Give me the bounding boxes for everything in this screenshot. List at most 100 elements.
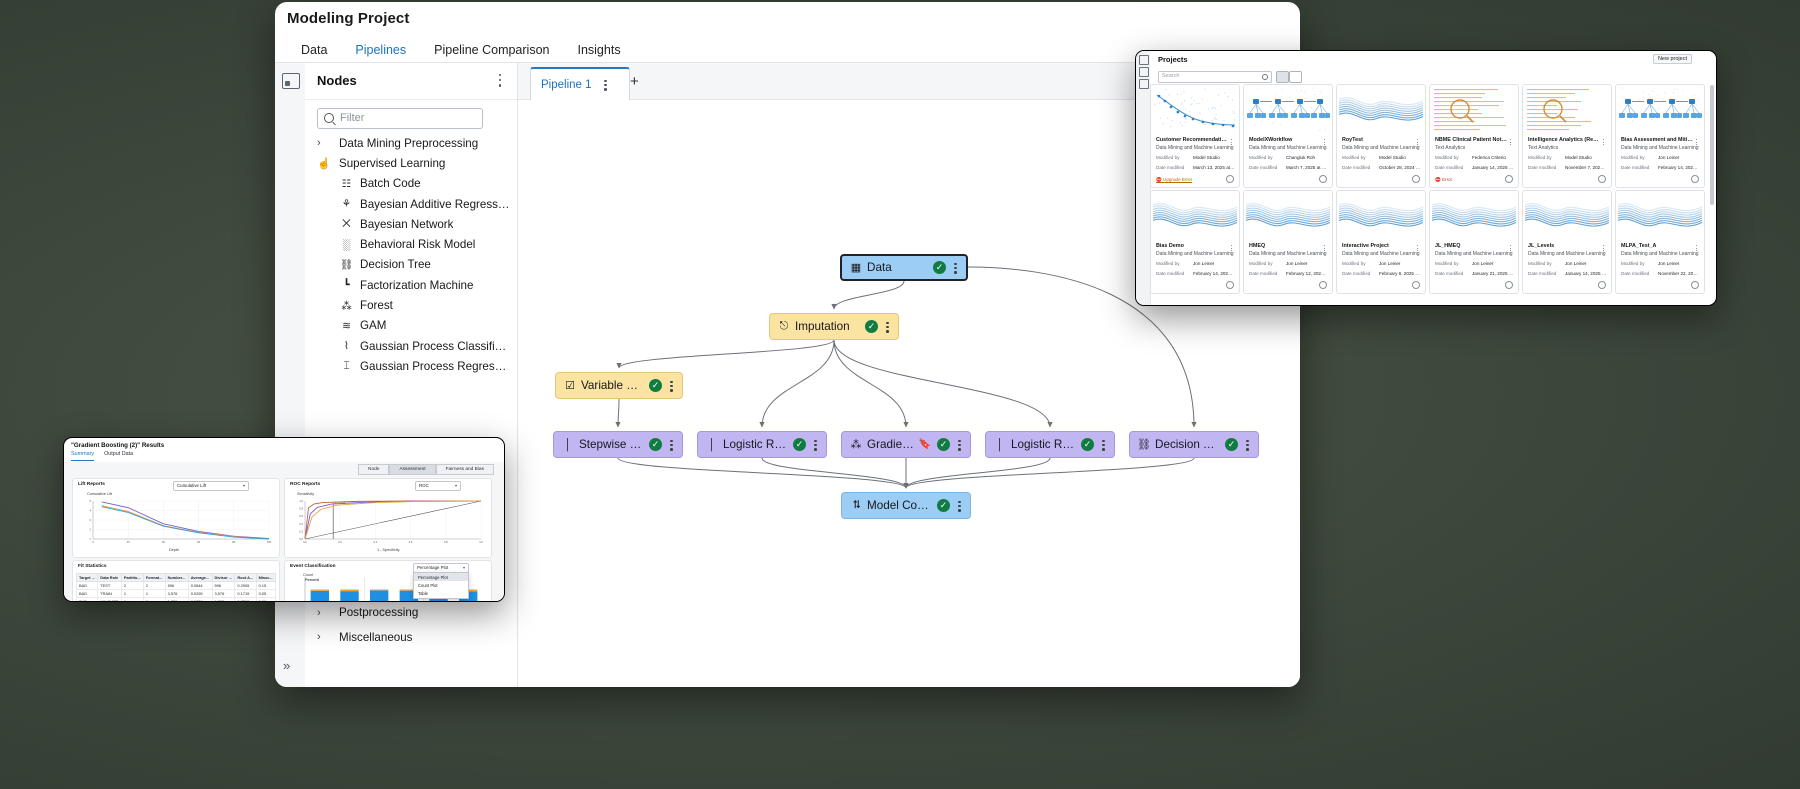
projects-search-input[interactable]: Search — [1158, 71, 1272, 83]
history-icon[interactable] — [1319, 175, 1327, 183]
copy-icon[interactable] — [1139, 67, 1149, 77]
nodes-menu-icon[interactable] — [493, 71, 507, 89]
project-card[interactable]: Bias Assessment and MitigationData Minin… — [1615, 84, 1705, 188]
graph-node-menu-icon[interactable] — [810, 438, 821, 452]
project-card[interactable]: Interactive ProjectData Mining and Machi… — [1336, 190, 1426, 294]
history-icon[interactable] — [1691, 281, 1699, 289]
node-item-gaussian-process-classification[interactable]: ⌇Gaussian Process Classification — [305, 336, 517, 356]
results-segment-fairness-and-bias[interactable]: Fairness and Bias — [436, 464, 494, 475]
event-menu-item[interactable]: Count Plot — [414, 581, 468, 589]
project-card[interactable]: JL_HMEQData Mining and Machine LearningM… — [1429, 190, 1519, 294]
history-icon[interactable] — [1226, 175, 1234, 183]
node-item-gaussian-process-regression[interactable]: ⌶Gaussian Process Regression — [305, 356, 517, 376]
history-icon[interactable] — [1598, 175, 1606, 183]
history-icon[interactable] — [1505, 281, 1513, 289]
graph-node-dtree[interactable]: ⛓Decision Tree✓ — [1129, 431, 1259, 458]
history-icon[interactable] — [1598, 281, 1606, 289]
project-card[interactable]: MLPA_Test_AData Mining and Machine Learn… — [1615, 190, 1705, 294]
expand-rail-icon[interactable]: » — [283, 658, 290, 673]
pipeline-tab-menu-icon[interactable] — [600, 78, 612, 92]
node-item-factorization-machine[interactable]: ┗Factorization Machine — [305, 275, 517, 295]
results-segment-node[interactable]: Node — [358, 464, 389, 475]
node-item-decision-tree[interactable]: ⛓Decision Tree — [305, 255, 517, 275]
graph-node-menu-icon[interactable] — [954, 499, 965, 513]
project-menu-icon[interactable] — [1321, 138, 1328, 147]
history-icon[interactable] — [1412, 175, 1420, 183]
project-card[interactable]: ModelXWorkflowData Mining and Machine Le… — [1243, 84, 1333, 188]
files-icon[interactable] — [1139, 79, 1149, 89]
project-menu-icon[interactable] — [1414, 138, 1421, 147]
event-select-menu[interactable]: Percentage PlotCount PlotTable — [413, 572, 469, 599]
history-icon[interactable] — [1319, 281, 1327, 289]
results-tab-summary[interactable]: Summary — [71, 451, 94, 461]
node-item-gam[interactable]: ≋GAM — [305, 316, 517, 336]
project-menu-icon[interactable] — [1693, 138, 1700, 147]
history-icon[interactable] — [1691, 175, 1699, 183]
node-group-supervised-learning[interactable]: ☝Supervised Learning — [305, 153, 517, 173]
project-card[interactable]: JL_LevelsData Mining and Machine Learnin… — [1522, 190, 1612, 294]
node-item-bayesian-additive-regression[interactable]: ⚘Bayesian Additive Regression … — [305, 194, 517, 214]
history-icon[interactable] — [1226, 281, 1234, 289]
project-menu-icon[interactable] — [1228, 244, 1235, 253]
project-menu-icon[interactable] — [1693, 244, 1700, 253]
graph-node-logreg2[interactable]: │Logistic Regre…✓ — [985, 431, 1115, 458]
filter-input[interactable]: Filter — [317, 108, 483, 129]
node-group-postprocessing[interactable]: ›Postprocessing — [305, 603, 517, 623]
project-card[interactable]: HMEQData Mining and Machine LearningModi… — [1243, 190, 1333, 294]
project-menu-icon[interactable] — [1600, 138, 1607, 147]
project-menu-icon[interactable] — [1228, 138, 1235, 147]
graph-node-menu-icon[interactable] — [1098, 438, 1109, 452]
modified-by-label: Modified by — [1156, 261, 1180, 266]
layout-icon[interactable] — [282, 73, 300, 89]
project-card[interactable]: NBME Clinical Patient Notes (R...Text An… — [1429, 84, 1519, 188]
graph-node-menu-icon[interactable] — [1242, 438, 1253, 452]
tab-pipeline-1[interactable]: Pipeline 1 — [530, 67, 630, 100]
event-menu-item[interactable]: Percentage Plot — [414, 573, 468, 581]
graph-node-data[interactable]: ▦Data✓ — [840, 254, 968, 281]
list-view-toggle[interactable] — [1289, 71, 1302, 83]
graph-node-menu-icon[interactable] — [666, 379, 677, 393]
add-pipeline-button[interactable]: + — [630, 73, 639, 90]
table-row[interactable]: BADTRAIN113,5760.02953,5760.17190.05 — [77, 590, 276, 598]
project-menu-icon[interactable] — [1600, 244, 1607, 253]
roc-select[interactable]: ROC ▾ — [415, 481, 461, 491]
node-item-batch-code[interactable]: ☷Batch Code — [305, 174, 517, 194]
node-group-data-mining-preprocessing[interactable]: ›Data Mining Preprocessing — [305, 133, 517, 153]
graph-node-menu-icon[interactable] — [666, 438, 677, 452]
project-card[interactable]: RoyTestData Mining and Machine LearningM… — [1336, 84, 1426, 188]
grid-view-toggle[interactable] — [1276, 71, 1289, 83]
table-row[interactable]: BADVALIDATE001,7880.07361,7880.27130.09 — [77, 598, 276, 603]
results-segment-assessment[interactable]: Assessment — [389, 464, 435, 475]
project-menu-icon[interactable] — [1507, 244, 1514, 253]
graph-node-logreg1[interactable]: │Logistic Regre…✓ — [697, 431, 827, 458]
graph-node-menu-icon[interactable] — [950, 261, 961, 275]
table-row[interactable]: BADTEST225960.08445960.29050.15 — [77, 582, 276, 590]
node-item-forest[interactable]: ⁂Forest — [305, 295, 517, 315]
lift-select[interactable]: Cumulative Lift ▾ — [173, 481, 249, 491]
node-group-miscellaneous[interactable]: ›Miscellaneous — [305, 627, 517, 647]
graph-node-menu-icon[interactable] — [882, 320, 893, 334]
project-status-badge[interactable]: ⛔ Upgrade Error — [1156, 177, 1192, 183]
project-card[interactable]: Bias DemoData Mining and Machine Learnin… — [1150, 190, 1240, 294]
project-card[interactable]: Customer Recommendation E...Data Mining … — [1150, 84, 1240, 188]
event-menu-item[interactable]: Table — [414, 589, 468, 597]
graph-node-stepwise[interactable]: │Stepwise Logis…✓ — [553, 431, 683, 458]
node-item-behavioral-risk-model[interactable]: ░Behavioral Risk Model — [305, 234, 517, 254]
project-menu-icon[interactable] — [1321, 244, 1328, 253]
project-card[interactable]: Intelligence Analytics (Read-O...Text An… — [1522, 84, 1612, 188]
new-project-button[interactable]: New project — [1653, 54, 1692, 64]
project-menu-icon[interactable] — [1414, 244, 1421, 253]
graph-node-menu-icon[interactable] — [954, 438, 965, 452]
graph-node-varsel[interactable]: ☑Variable Select…✓ — [555, 372, 683, 399]
history-icon[interactable] — [1412, 281, 1420, 289]
projects-icon[interactable] — [1139, 55, 1149, 65]
graph-node-gboost[interactable]: ⁂Gradient Bo…🔖✓ — [841, 431, 971, 458]
bookmark-icon[interactable]: 🔖 — [919, 439, 931, 450]
graph-node-imput[interactable]: ⎋Imputation✓ — [769, 313, 899, 340]
project-menu-icon[interactable] — [1507, 138, 1514, 147]
results-tab-output-data[interactable]: Output Data — [104, 451, 133, 461]
projects-scrollbar[interactable] — [1710, 85, 1714, 205]
history-icon[interactable] — [1505, 175, 1513, 183]
graph-node-modcomp[interactable]: ⮁Model Compa…✓ — [841, 492, 971, 519]
node-item-bayesian-network[interactable]: ⨉Bayesian Network — [305, 214, 517, 234]
